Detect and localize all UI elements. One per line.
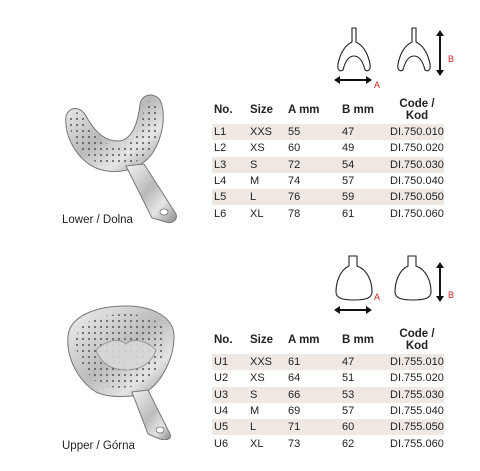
cell-code: DI.750.020 xyxy=(390,142,444,155)
cell-size: M xyxy=(250,405,260,418)
cell-code: DI.750.050 xyxy=(390,189,444,206)
header-no: No. xyxy=(214,334,233,346)
header-b-mm: B mm xyxy=(342,104,374,116)
cell-code: DI.755.010 xyxy=(390,354,444,371)
cell-a-mm: 71 xyxy=(288,419,342,436)
header-size: Size xyxy=(250,334,274,346)
cell-no: L1 xyxy=(212,124,250,141)
header-b-mm: B mm xyxy=(342,334,374,346)
cell-code: DI.750.040 xyxy=(390,175,444,188)
cell-no: U6 xyxy=(214,437,229,450)
lower-size-table: No. Size A mm B mm Code / Kod L1 XXS 55 … xyxy=(212,98,444,222)
cell-no: U4 xyxy=(214,405,229,418)
cell-a-mm: 64 xyxy=(288,372,301,385)
lower-diagram-label-a: A xyxy=(374,80,380,90)
cell-size: XS xyxy=(250,372,265,385)
cell-code: DI.750.060 xyxy=(390,207,444,220)
cell-size: XS xyxy=(250,142,265,155)
table-row: U6 XL 73 62 DI.755.060 xyxy=(212,435,444,451)
table-row: L4 M 74 57 DI.750.040 xyxy=(212,173,444,189)
cell-no: U1 xyxy=(212,354,250,371)
cell-b-mm: 57 xyxy=(342,175,355,188)
cell-code: DI.755.050 xyxy=(390,419,444,436)
cell-b-mm: 49 xyxy=(342,142,355,155)
cell-size: L xyxy=(250,419,288,436)
table-row: L5 L 76 59 DI.750.050 xyxy=(212,189,444,206)
table-row: U3 S 66 53 DI.755.030 xyxy=(212,386,444,403)
cell-b-mm: 62 xyxy=(342,437,355,450)
header-no: No. xyxy=(214,104,233,116)
cell-no: L6 xyxy=(214,207,227,220)
cell-a-mm: 74 xyxy=(288,175,301,188)
upper-diagram-label-b: B xyxy=(448,290,454,300)
cell-b-mm: 60 xyxy=(342,419,390,436)
cell-a-mm: 69 xyxy=(288,405,301,418)
cell-size: S xyxy=(250,386,288,403)
table-row: U4 M 69 57 DI.755.040 xyxy=(212,403,444,419)
cell-no: U5 xyxy=(212,419,250,436)
header-code: Code / Kod xyxy=(399,98,435,122)
cell-size: XXS xyxy=(250,124,288,141)
cell-b-mm: 53 xyxy=(342,386,390,403)
cell-b-mm: 61 xyxy=(342,207,355,220)
cell-size: XXS xyxy=(250,354,288,371)
table-header-row: No. Size A mm B mm Code / Kod xyxy=(212,98,444,124)
cell-no: U3 xyxy=(212,386,250,403)
cell-no: L3 xyxy=(212,156,250,173)
cell-a-mm: 66 xyxy=(288,386,342,403)
header-a-mm: A mm xyxy=(288,334,320,346)
lower-dimension-b-diagram: B xyxy=(397,27,454,76)
cell-a-mm: 78 xyxy=(288,207,301,220)
cell-size: XL xyxy=(250,437,264,450)
cell-b-mm: 47 xyxy=(342,354,390,371)
cell-b-mm: 59 xyxy=(342,189,390,206)
cell-code: DI.750.030 xyxy=(390,156,444,173)
cell-a-mm: 72 xyxy=(288,156,342,173)
upper-dimension-b-diagram: B xyxy=(394,255,454,302)
cell-b-mm: 57 xyxy=(342,405,355,418)
table-row: U2 XS 64 51 DI.755.020 xyxy=(212,370,444,386)
table-row: U5 L 71 60 DI.755.050 xyxy=(212,419,444,436)
cell-b-mm: 54 xyxy=(342,156,390,173)
cell-size: XL xyxy=(250,207,264,220)
table-header-row: No. Size A mm B mm Code / Kod xyxy=(212,328,444,354)
cell-a-mm: 55 xyxy=(288,124,342,141)
cell-no: L4 xyxy=(214,175,227,188)
cell-b-mm: 51 xyxy=(342,372,355,385)
table-row: L1 XXS 55 47 DI.750.010 xyxy=(212,124,444,141)
lower-diagram-label-b: B xyxy=(448,54,454,64)
cell-code: DI.755.030 xyxy=(390,386,444,403)
cell-a-mm: 73 xyxy=(288,437,301,450)
lower-caption: Lower / Dolna xyxy=(62,214,133,226)
table-row: L6 XL 78 61 DI.750.060 xyxy=(212,205,444,221)
upper-tray-image xyxy=(67,305,175,440)
cell-no: L5 xyxy=(212,189,250,206)
cell-a-mm: 61 xyxy=(288,354,342,371)
cell-no: L2 xyxy=(214,142,227,155)
cell-size: M xyxy=(250,175,260,188)
lower-tray-image xyxy=(65,94,177,223)
cell-size: S xyxy=(250,156,288,173)
cell-a-mm: 76 xyxy=(288,189,342,206)
cell-no: U2 xyxy=(214,372,229,385)
header-code: Code / Kod xyxy=(399,328,435,352)
cell-code: DI.750.010 xyxy=(390,124,444,141)
upper-diagram-label-a: A xyxy=(374,292,380,302)
table-row: L3 S 72 54 DI.750.030 xyxy=(212,156,444,173)
cell-code: DI.755.040 xyxy=(390,405,444,418)
table-row: L2 XS 60 49 DI.750.020 xyxy=(212,140,444,156)
cell-code: DI.755.060 xyxy=(390,437,444,450)
cell-a-mm: 60 xyxy=(288,142,301,155)
cell-b-mm: 47 xyxy=(342,124,390,141)
cell-size: L xyxy=(250,189,288,206)
header-size: Size xyxy=(250,104,274,116)
table-row: U1 XXS 61 47 DI.755.010 xyxy=(212,354,444,371)
header-a-mm: A mm xyxy=(288,104,320,116)
upper-dimension-a-diagram: A xyxy=(334,255,380,314)
upper-size-table: No. Size A mm B mm Code / Kod U1 XXS 61 … xyxy=(212,328,444,452)
lower-dimension-a-diagram: A xyxy=(334,27,380,90)
cell-code: DI.755.020 xyxy=(390,372,444,385)
upper-caption: Upper / Górna xyxy=(62,440,135,452)
